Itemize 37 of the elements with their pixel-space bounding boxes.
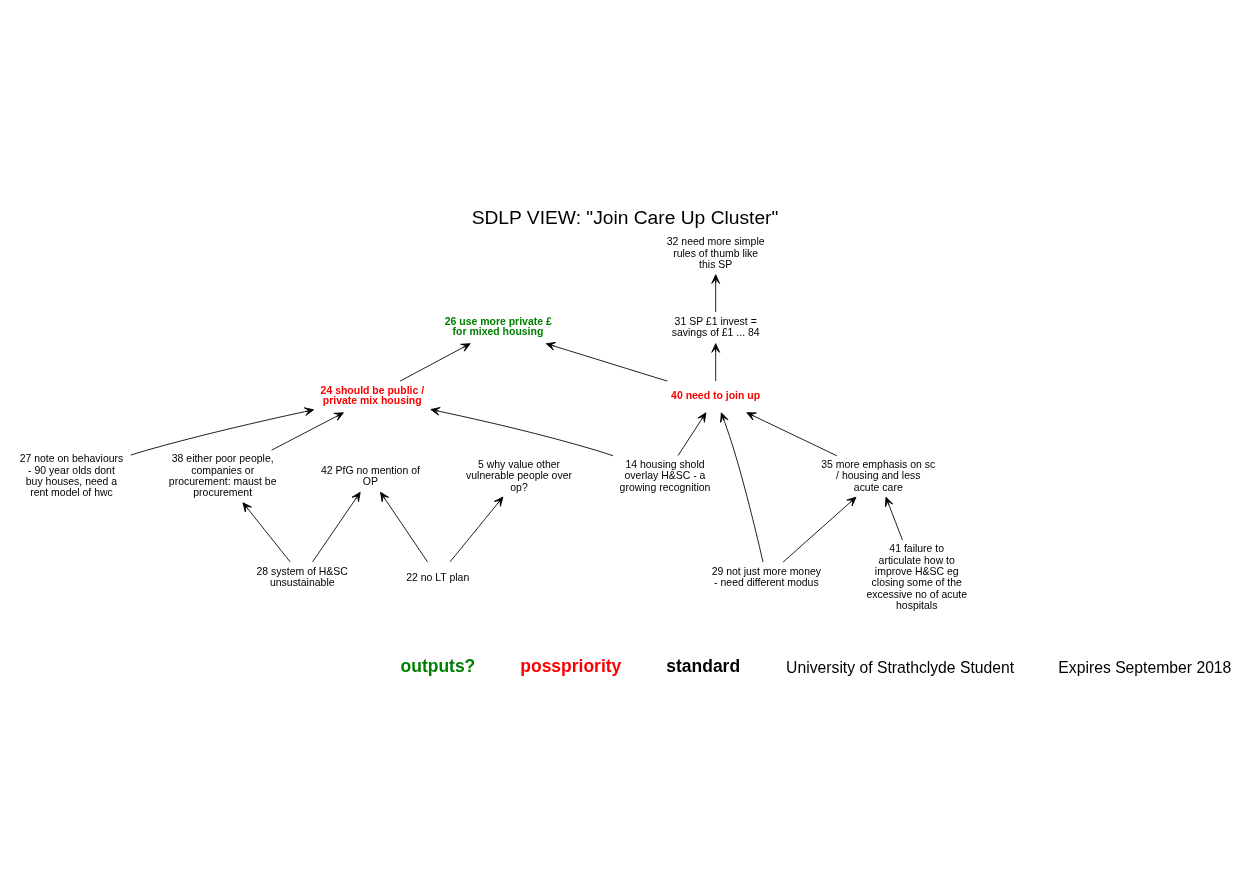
- node-text: 32 need more simple rules of thumb like this SP: [666, 236, 765, 271]
- arrow: [677, 412, 707, 456]
- node-text: 24 should be public / private mix housing: [320, 384, 425, 407]
- arrow: [711, 343, 721, 382]
- node-text: 31 SP £1 invest = savings of £1 ... 84: [671, 315, 760, 339]
- node-text: 41 failure to articulate how to improve H&SC eg closing some of the excessive no of acute hospitals: [866, 543, 968, 611]
- arrow: [242, 502, 291, 563]
- diagram-title: SDLP VIEW: "Join Care Up Cluster": [471, 207, 779, 229]
- node-text: 14 housing shold overlay H&SC - a growing recognition: [619, 458, 711, 493]
- arrow: [720, 412, 764, 563]
- legend-label: standard: [666, 656, 741, 677]
- legend-label: posspriority: [520, 656, 622, 677]
- arrow: [449, 496, 504, 563]
- node-text: 38 either poor people, companies or procurement: maust be procurement: [168, 453, 277, 499]
- arrow: [312, 491, 361, 563]
- legend-label: outputs?: [400, 656, 476, 677]
- arrow: [746, 412, 838, 457]
- node-text: 40 need to join up: [671, 389, 761, 401]
- node-text: 22 no LT plan: [406, 571, 470, 583]
- node-text: 26 use more private £ for mixed housing: [444, 315, 552, 338]
- arrow: [711, 274, 721, 313]
- arrow: [782, 496, 857, 563]
- node-text: 42 PfG no mention of OP: [320, 464, 420, 487]
- label: University of Strathclyde Student: [786, 658, 1015, 676]
- arrow: [271, 412, 344, 451]
- arrow: [130, 407, 315, 456]
- node-text: 29 not just more money - need different modus: [711, 565, 822, 589]
- node-text: 28 system of H&SC unsustainable: [256, 565, 348, 589]
- label: Expires September 2018: [1058, 658, 1232, 676]
- node-text: 35 more emphasis on sc / housing and less acute care: [821, 458, 936, 493]
- arrow: [430, 407, 614, 457]
- arrow: [545, 342, 668, 382]
- node-text: 27 note on behaviours - 90 year olds dont buy houses, need a rent model of hwc: [19, 453, 124, 499]
- arrow: [885, 496, 903, 541]
- arrow: [399, 343, 471, 382]
- node-text: 5 why value other vulnerable people over op?: [466, 458, 572, 493]
- arrow: [380, 491, 428, 563]
